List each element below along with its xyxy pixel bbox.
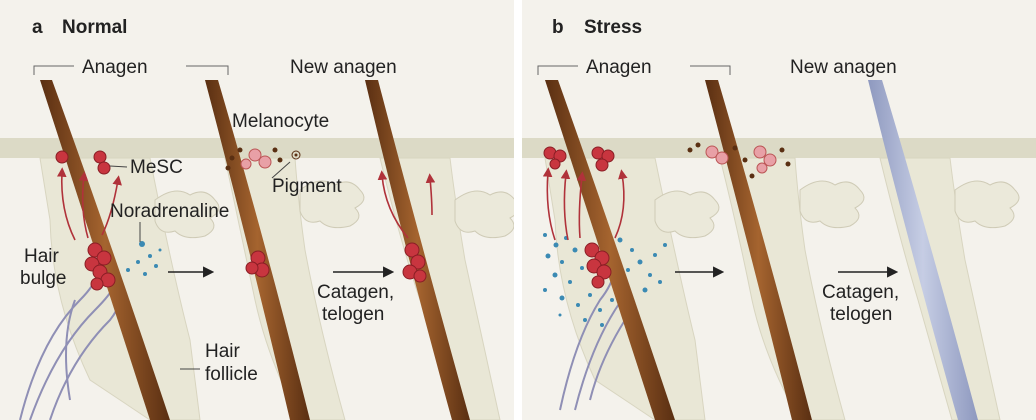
pointer-line <box>271 161 291 179</box>
panel-title: Stress <box>584 17 642 38</box>
panel-letter: b <box>552 17 564 38</box>
catagen-label: Catagen, <box>317 282 394 303</box>
migration-arrows <box>542 167 628 241</box>
hair-shaft <box>545 80 675 420</box>
sebaceous-gland <box>299 180 365 229</box>
sebaceous-gland <box>454 190 520 239</box>
hair-bulge-label-line2: bulge <box>20 268 67 289</box>
anagen-label: Anagen <box>586 57 652 78</box>
mesc-label: MeSC <box>130 157 183 178</box>
hair-bulge-label-line1: Hair <box>24 246 60 267</box>
panel-b: b Stress Anagen New anagen Catagen, telo… <box>522 0 1036 420</box>
sebaceous-gland <box>154 190 220 239</box>
hair-shaft <box>40 80 170 420</box>
grey-hair-shaft <box>868 80 978 420</box>
sebaceous-gland <box>654 190 720 239</box>
hair-follicle-label-line1: Hair <box>205 341 241 362</box>
noradrenaline-dots <box>543 233 667 327</box>
migration-arrows <box>56 167 436 241</box>
melanocyte-cluster <box>687 142 791 179</box>
new-anagen-label: New anagen <box>790 57 897 78</box>
pigment-label: Pigment <box>272 176 342 197</box>
telogen-label: telogen <box>830 304 892 325</box>
panel-a: a Normal Anagen New anagen Melanocyte Me… <box>0 17 520 420</box>
panel-divider <box>514 0 522 420</box>
anagen-bracket <box>537 65 731 75</box>
bulge-cells <box>584 242 612 289</box>
melanocyte-label: Melanocyte <box>232 111 329 132</box>
panel-title: Normal <box>62 17 127 38</box>
anagen-bracket <box>33 65 229 75</box>
telogen-label: telogen <box>322 304 384 325</box>
mesc-cells <box>55 150 111 175</box>
anagen-label: Anagen <box>82 57 148 78</box>
hair-shaft <box>205 80 310 420</box>
pointer-line <box>109 165 128 168</box>
mesc-cells <box>543 146 615 172</box>
melanocyte-cluster <box>225 147 301 171</box>
new-anagen-label: New anagen <box>290 57 397 78</box>
catagen-label: Catagen, <box>822 282 899 303</box>
sebaceous-gland <box>799 180 865 229</box>
skin-surface <box>522 138 1036 158</box>
hair-shaft <box>705 80 812 420</box>
sebaceous-gland <box>954 180 1020 229</box>
noradrenaline-label: Noradrenaline <box>110 201 229 222</box>
panel-letter: a <box>32 17 43 38</box>
bulge-cells <box>84 242 427 291</box>
hair-follicle-label-line2: follicle <box>205 364 258 385</box>
noradrenaline-dots <box>126 241 162 276</box>
